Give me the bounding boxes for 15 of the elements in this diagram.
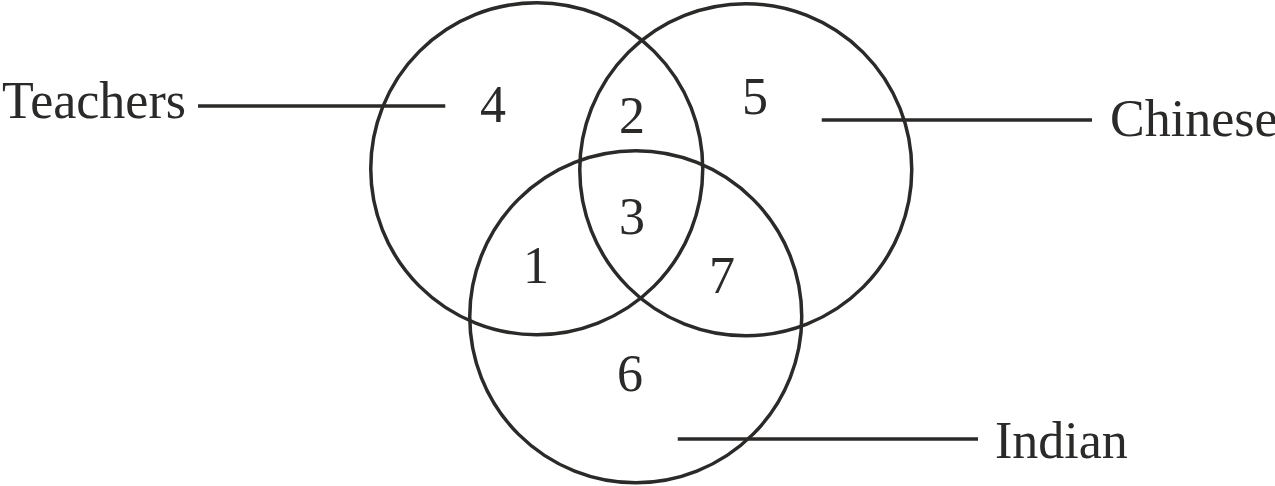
venn-circle bbox=[468, 149, 804, 485]
set-label: Indian bbox=[995, 414, 1128, 467]
set-label: Teachers bbox=[2, 74, 186, 127]
region-number: 4 bbox=[480, 78, 506, 131]
region-number: 6 bbox=[617, 347, 643, 400]
leader-line bbox=[677, 437, 978, 441]
region-number: 5 bbox=[742, 70, 768, 123]
venn-circle bbox=[578, 2, 914, 338]
venn-circle bbox=[369, 1, 705, 337]
region-number: 3 bbox=[619, 190, 645, 243]
leader-line bbox=[198, 104, 446, 108]
leader-line bbox=[821, 118, 1092, 122]
region-number: 1 bbox=[523, 239, 549, 292]
region-number: 2 bbox=[619, 89, 645, 142]
region-number: 7 bbox=[709, 249, 735, 302]
